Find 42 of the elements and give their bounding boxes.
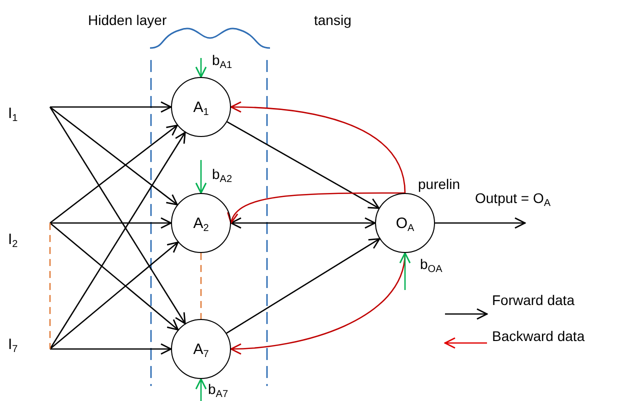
neuron-circle (171, 77, 231, 137)
arrow (50, 242, 179, 350)
dashed-line (200, 253, 202, 319)
arrow (50, 106, 178, 206)
arrow (50, 222, 179, 330)
activation-label: purelin (418, 176, 460, 192)
neuron-label: A$_{7}$ (193, 340, 209, 358)
input-label: I$_{2}$ (8, 231, 18, 248)
feedback-arrow (230, 101, 406, 194)
bias-label: b$_{A2}$ (212, 166, 232, 182)
neuron-label: O$_{A}$ (396, 214, 414, 232)
arrow (230, 217, 376, 229)
bias-arrow (195, 58, 207, 78)
bias-label: b$_{OA}$ (420, 256, 442, 272)
neuron-circle (171, 319, 231, 379)
arrow (226, 121, 380, 209)
arrow (226, 238, 380, 334)
arrow (50, 217, 172, 229)
bias-arrow (195, 160, 207, 194)
arrow (49, 132, 186, 350)
layer-label: Hidden layer (88, 12, 167, 28)
bias-label: b$_{A7}$ (208, 381, 228, 397)
bias-arrow (399, 252, 411, 290)
input-label: I$_{1}$ (8, 105, 18, 122)
input-label: I$_{7}$ (8, 336, 18, 353)
dashed-line (49, 223, 51, 349)
neuron-circle (171, 193, 231, 253)
arrow (49, 106, 186, 324)
neuron-label: A$_{2}$ (193, 214, 209, 232)
bias-label: b$_{A1}$ (212, 52, 232, 68)
arrow (50, 343, 172, 355)
legend-label: Backward data (492, 328, 585, 344)
arrow (50, 124, 178, 224)
legend-label: Forward data (492, 292, 574, 308)
arrow (50, 101, 172, 113)
bias-arrow (195, 378, 207, 401)
edge-label: Output = O$_{A}$ (475, 190, 551, 206)
neuron-circle (375, 193, 435, 253)
output-arrow (435, 217, 526, 229)
feedback-arrow (228, 192, 405, 224)
layer-label: tansig (314, 12, 352, 28)
neuron-label: A$_{1}$ (193, 98, 209, 116)
